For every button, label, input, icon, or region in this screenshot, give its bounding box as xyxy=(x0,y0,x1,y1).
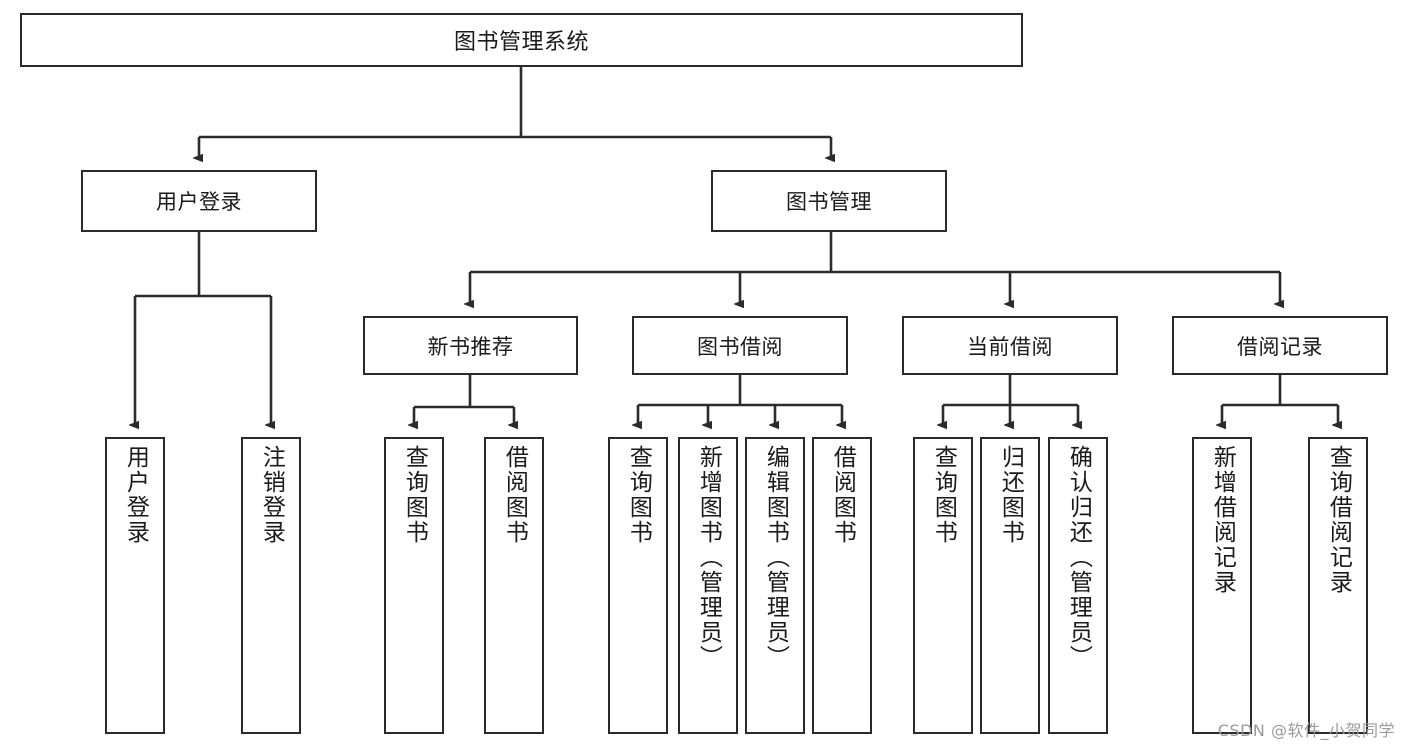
node-label: 新增借阅记录 xyxy=(1209,445,1236,595)
node-label: 确认归还（管理员） xyxy=(1065,445,1092,670)
node-label: 新增图书（管理员） xyxy=(695,445,722,670)
node-label: 图书借阅 xyxy=(697,334,783,359)
node-label: 用户登录 xyxy=(156,190,242,214)
node-label: 借阅图书 xyxy=(829,445,856,545)
node-leaf-query-book-borrow[interactable]: 查询图书 xyxy=(608,437,668,734)
node-label: 图书管理系统 xyxy=(453,30,589,55)
node-book-management[interactable]: 图书管理 xyxy=(711,170,947,232)
node-label: 查询图书 xyxy=(401,445,428,545)
csdn-watermark: CSDN @软件_小贺同学 xyxy=(1217,721,1395,740)
node-user-login[interactable]: 用户登录 xyxy=(81,170,317,232)
node-leaf-query-book-recommend[interactable]: 查询图书 xyxy=(384,437,444,734)
node-label: 图书管理 xyxy=(786,190,872,214)
node-new-book-recommend[interactable]: 新书推荐 xyxy=(363,316,578,375)
node-label: 用户登录 xyxy=(122,445,149,545)
node-leaf-return-book[interactable]: 归还图书 xyxy=(980,437,1040,734)
node-leaf-user-logout[interactable]: 注销登录 xyxy=(241,437,301,734)
node-label: 归还图书 xyxy=(997,445,1024,545)
node-leaf-confirm-return-admin[interactable]: 确认归还（管理员） xyxy=(1048,437,1108,734)
node-borrow-record[interactable]: 借阅记录 xyxy=(1172,316,1388,375)
node-book-borrow[interactable]: 图书借阅 xyxy=(632,316,848,375)
node-leaf-edit-book-admin[interactable]: 编辑图书（管理员） xyxy=(745,437,805,734)
node-leaf-user-login[interactable]: 用户登录 xyxy=(105,437,165,734)
node-label: 新书推荐 xyxy=(427,334,514,359)
node-leaf-borrow-book-recommend[interactable]: 借阅图书 xyxy=(484,437,544,734)
node-label: 查询借阅记录 xyxy=(1325,445,1352,595)
node-label: 查询图书 xyxy=(930,445,957,545)
node-leaf-query-borrow-record[interactable]: 查询借阅记录 xyxy=(1308,437,1368,734)
node-label: 当前借阅 xyxy=(967,334,1053,359)
node-label: 查询图书 xyxy=(625,445,652,545)
node-root-book-management-system[interactable]: 图书管理系统 xyxy=(20,13,1023,67)
node-leaf-add-book-admin[interactable]: 新增图书（管理员） xyxy=(678,437,738,734)
node-label: 借阅记录 xyxy=(1237,334,1323,359)
node-label: 借阅图书 xyxy=(501,445,528,545)
node-leaf-borrow-book[interactable]: 借阅图书 xyxy=(812,437,872,734)
node-label: 编辑图书（管理员） xyxy=(762,445,789,670)
node-current-borrow[interactable]: 当前借阅 xyxy=(902,316,1118,375)
node-leaf-add-borrow-record[interactable]: 新增借阅记录 xyxy=(1192,437,1252,734)
node-label: 注销登录 xyxy=(258,445,285,545)
node-leaf-query-book-current[interactable]: 查询图书 xyxy=(913,437,973,734)
